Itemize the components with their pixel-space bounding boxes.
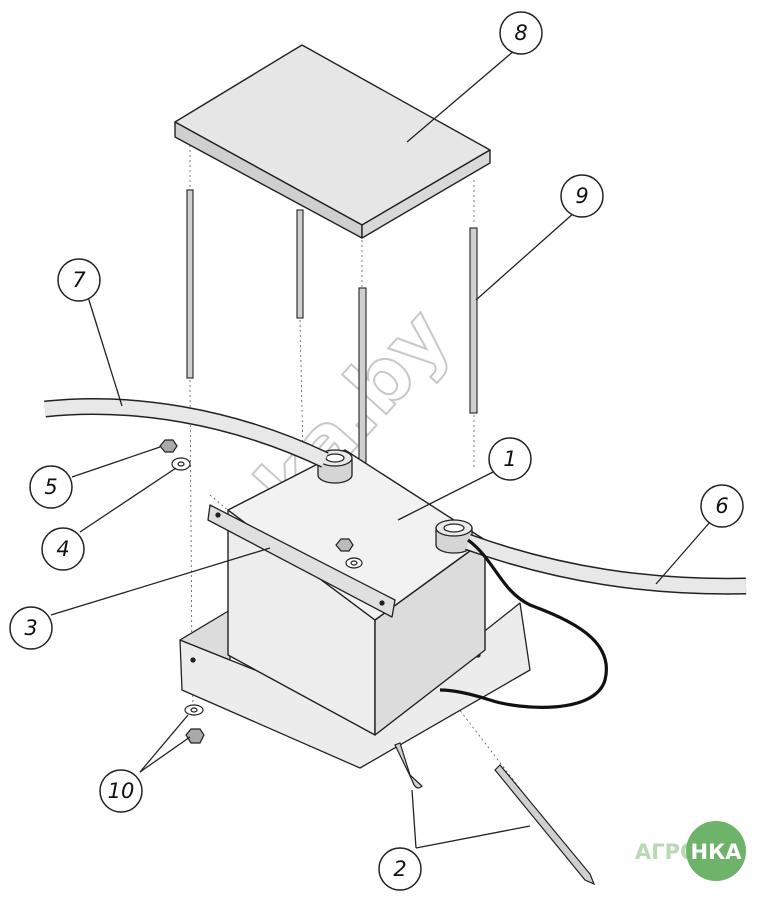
callout-2: 2 [378,847,422,891]
svg-text:6: 6 [715,494,728,518]
terminals [317,449,473,554]
svg-text:НКА: НКА [691,840,743,864]
cable-7 [44,398,329,468]
bottom-nut-washer [184,704,205,744]
hook-bolts [394,742,596,886]
battery-box [227,449,486,736]
callout-8: 8 [499,11,543,55]
callout-5: 5 [29,465,73,509]
callout-4: 4 [41,527,85,571]
rod-right [469,227,478,414]
callout-7: 7 [57,258,101,302]
svg-text:2: 2 [393,857,406,881]
logo-circle [686,821,746,881]
svg-text:10: 10 [108,779,135,803]
svg-text:4: 4 [56,537,69,561]
svg-text:8: 8 [514,21,527,45]
leader-lines [50,49,711,849]
svg-text:9: 9 [575,184,588,208]
callout-3: 3 [9,606,53,650]
threaded-rods [186,189,478,479]
svg-text:3: 3 [24,616,37,640]
agronka-logo: АГРО НКА [635,821,746,881]
rod-front-left [186,189,194,379]
side-nut-washer [159,439,191,471]
svg-text:7: 7 [72,268,86,292]
callout-6: 6 [700,484,744,528]
callout-1: 1 [488,437,532,481]
svg-text:5: 5 [44,475,57,499]
ground-wire [439,538,608,709]
cover-plate [174,44,491,239]
clamp-bar [207,504,396,618]
callout-10: 10 [99,769,143,813]
cable-6 [465,533,747,595]
top-nut-washer [335,538,363,569]
svg-text:1: 1 [503,447,516,471]
rod-back-left [296,209,304,319]
callout-9: 9 [560,174,604,218]
rod-front-center [358,287,367,479]
